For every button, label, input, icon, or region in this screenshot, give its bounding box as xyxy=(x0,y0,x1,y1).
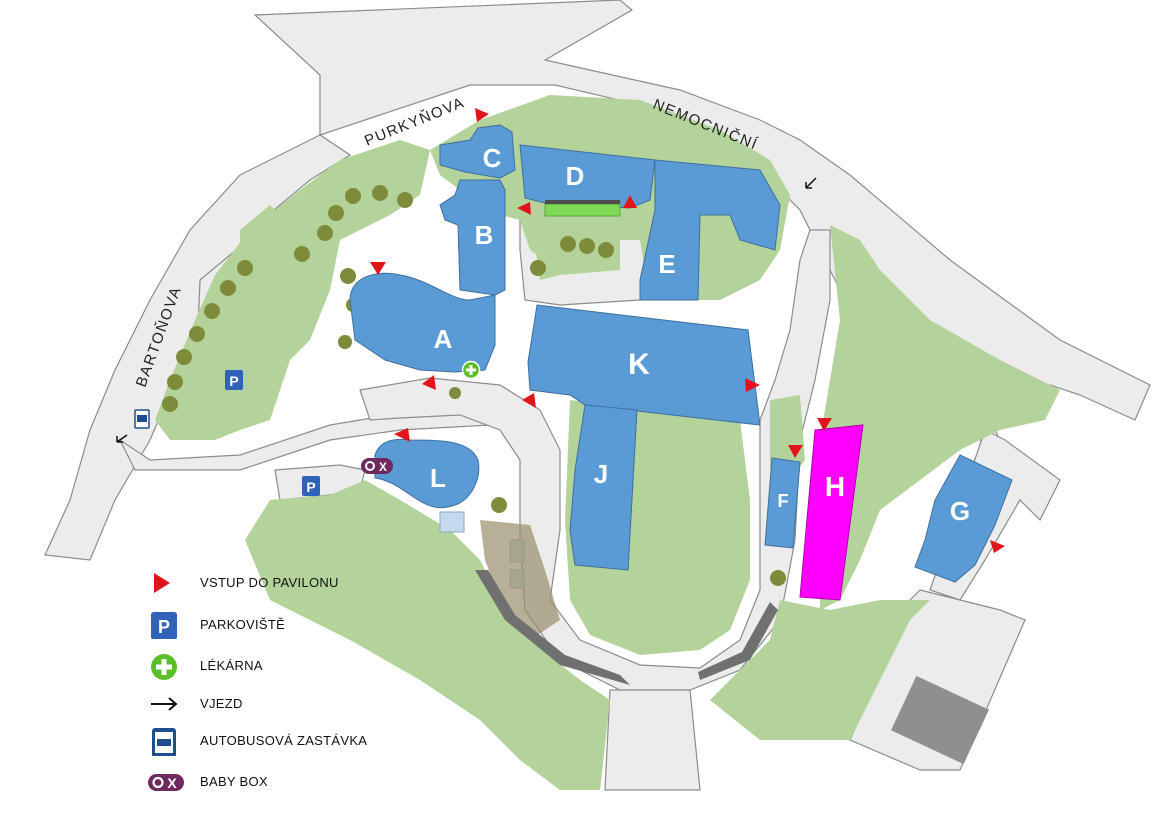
entrance-icon xyxy=(522,393,536,408)
entrance-triangle-icon xyxy=(154,573,170,593)
label-c: C xyxy=(483,143,502,173)
building-h[interactable] xyxy=(799,424,864,601)
entrance-icon xyxy=(623,195,637,208)
svg-text:P: P xyxy=(229,373,238,389)
entrance-icon xyxy=(422,375,436,390)
legend-parking-label: PARKOVIŠTĚ xyxy=(200,617,286,632)
label-g: G xyxy=(950,496,970,526)
garage-structure xyxy=(891,675,989,765)
legend-entry-road: VJEZD xyxy=(146,691,476,717)
babybox-icon[interactable]: X xyxy=(361,458,393,474)
building-b[interactable] xyxy=(439,179,506,296)
entrance-icon xyxy=(475,108,489,122)
legend-entry-road-label: VJEZD xyxy=(200,696,243,711)
entrance-icon xyxy=(370,262,386,275)
building-f[interactable] xyxy=(764,457,801,549)
entrance-icon xyxy=(990,540,1005,553)
building-g[interactable] xyxy=(914,454,1013,583)
svg-text:X: X xyxy=(379,460,387,474)
babybox-legend-icon: X xyxy=(148,774,184,791)
label-f: F xyxy=(778,491,789,511)
building-j[interactable] xyxy=(569,404,638,571)
legend-entrance: VSTUP DO PAVILONU xyxy=(146,570,476,596)
building-k[interactable] xyxy=(527,304,761,426)
label-b: B xyxy=(475,220,494,250)
terrace-shadow xyxy=(545,200,620,204)
arc-structure-right xyxy=(698,602,778,680)
label-k: K xyxy=(628,348,650,381)
arrow-right-icon xyxy=(151,697,178,711)
terrace xyxy=(544,203,621,217)
label-e: E xyxy=(658,249,675,279)
parking-sign-1[interactable]: P xyxy=(225,370,243,390)
legend-pharmacy-label: LÉKÁRNA xyxy=(200,658,263,673)
entrance-icon xyxy=(817,418,832,431)
label-d: D xyxy=(566,161,585,191)
legend-babybox: X BABY BOX xyxy=(146,769,476,795)
bus-stop-icon[interactable] xyxy=(134,409,150,429)
entrance-icon xyxy=(745,378,760,392)
pharmacy-cross-icon xyxy=(151,654,177,680)
pharmacy-icon[interactable] xyxy=(461,360,481,380)
entrance-icon xyxy=(517,202,531,215)
ramp-structure xyxy=(480,520,560,640)
building-c[interactable] xyxy=(439,124,516,179)
building-small-annex xyxy=(439,511,465,533)
label-l: L xyxy=(430,463,446,493)
legend-entrance-label: VSTUP DO PAVILONU xyxy=(200,575,339,590)
label-a: A xyxy=(434,324,453,354)
svg-text:P: P xyxy=(306,479,315,495)
building-labels: A B C D E F G H J K L xyxy=(430,143,970,526)
label-j: J xyxy=(594,459,608,489)
legend-parking: P PARKOVIŠTĚ xyxy=(146,612,476,639)
legend-babybox-label: BABY BOX xyxy=(200,774,268,789)
entrance-icon xyxy=(788,445,803,458)
building-a[interactable] xyxy=(349,272,496,373)
entrance-icon xyxy=(394,428,410,442)
bus-stop-sign-icon xyxy=(152,728,176,756)
legend-pharmacy: LÉKÁRNA xyxy=(146,653,476,680)
label-h: H xyxy=(825,471,845,502)
legend-bus-stop: AUTOBUSOVÁ ZASTÁVKA xyxy=(146,728,476,756)
entrance-markers xyxy=(370,108,1005,553)
parking-sign-2[interactable]: P xyxy=(302,476,320,496)
svg-text:P: P xyxy=(158,617,170,637)
legend-bus-stop-label: AUTOBUSOVÁ ZASTÁVKA xyxy=(200,733,368,748)
buildings xyxy=(349,124,1013,601)
entry-arrow-icon xyxy=(116,434,128,443)
trees xyxy=(162,185,786,586)
svg-text:X: X xyxy=(167,775,177,791)
parking-icon: P xyxy=(151,612,177,639)
building-e[interactable] xyxy=(639,159,781,301)
arc-structure-left xyxy=(475,570,630,685)
entry-arrow-icon xyxy=(805,177,817,189)
